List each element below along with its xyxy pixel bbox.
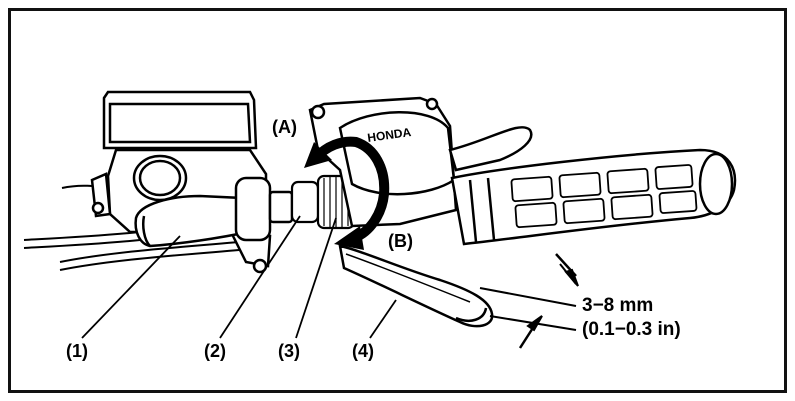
callout-3: (3)	[278, 341, 300, 361]
master-cylinder	[90, 90, 272, 274]
callout-4: (4)	[352, 341, 374, 361]
handlebar-grip	[450, 148, 737, 246]
brake-lever	[134, 194, 250, 248]
gap-dimension-icon	[479, 253, 579, 349]
callout-2: (2)	[204, 341, 226, 361]
freeplay-imperial: (0.1−0.3 in)	[582, 319, 681, 340]
direction-arrows-icon	[304, 136, 390, 250]
callout-1: (1)	[66, 341, 88, 361]
clutch-lever	[338, 244, 494, 328]
direction-label-b: (B)	[388, 231, 413, 251]
brand-lettering: HONDA	[366, 125, 412, 145]
adjuster-housing	[234, 176, 294, 242]
direction-label-a: (A)	[272, 117, 297, 137]
freeplay-metric: 3−8 mm	[582, 295, 654, 316]
leader-lines	[81, 215, 397, 339]
